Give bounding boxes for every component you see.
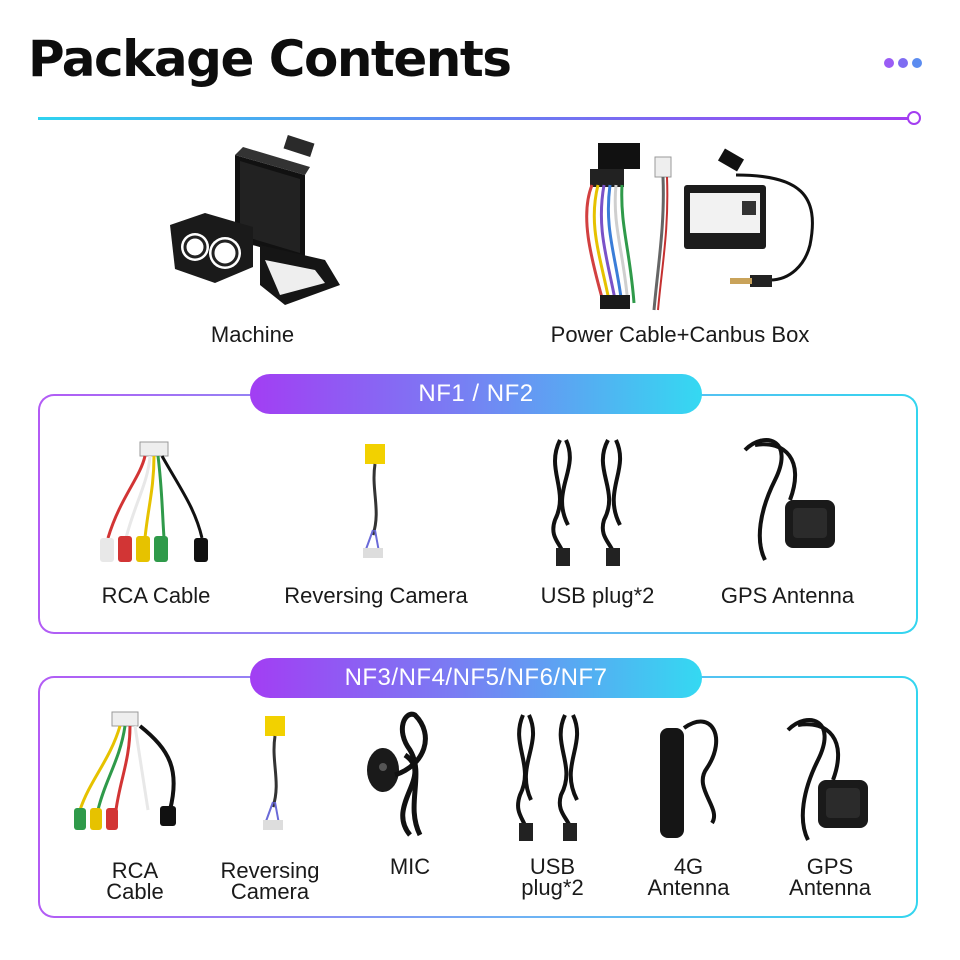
- gps-antenna-2-image: [778, 710, 878, 850]
- rca-cable-2-image: [70, 710, 190, 840]
- mic-image: [365, 705, 445, 845]
- mic-label: MIC: [389, 854, 431, 879]
- rca-cable-2-label: RCA Cable: [106, 858, 164, 904]
- power-cable-canbus-image: [570, 135, 820, 315]
- more-dots-icon: [884, 58, 922, 68]
- reversing-camera-image: [345, 440, 405, 565]
- section-nf1-nf2-title: NF1 / NF2: [250, 374, 702, 414]
- gps-antenna-label: GPS Antenna: [720, 583, 855, 608]
- section-nf3-nf7-panel: [38, 676, 918, 918]
- power-cable-canbus-label: Power Cable+Canbus Box: [550, 322, 810, 347]
- header-divider: [38, 117, 908, 120]
- 4g-antenna-image: [652, 708, 732, 848]
- usb-plug-image: [540, 430, 650, 570]
- machine-label: Machine: [210, 322, 295, 347]
- usb-plug-2-label: USB plug*2: [521, 854, 584, 900]
- rca-cable-image: [90, 438, 220, 568]
- reversing-camera-label: Reversing Camera: [284, 583, 468, 608]
- gps-antenna-2-label: GPS Antenna: [789, 854, 871, 900]
- machine-image: [165, 135, 355, 315]
- usb-plug-2-image: [505, 705, 600, 845]
- rca-cable-label: RCA Cable: [101, 583, 211, 608]
- 4g-antenna-label: 4G Antenna: [647, 854, 730, 900]
- divider-end-circle: [907, 111, 921, 125]
- reversing-camera-2-image: [245, 712, 305, 842]
- reversing-camera-2-label: Reversing Camera: [220, 858, 320, 904]
- usb-plug-label: USB plug*2: [540, 583, 655, 608]
- section-nf3-nf7-title: NF3/NF4/NF5/NF6/NF7: [250, 658, 702, 698]
- section-nf1-nf2-panel: [38, 394, 918, 634]
- page-title: Package Contents: [28, 30, 512, 88]
- gps-antenna-image: [735, 430, 845, 570]
